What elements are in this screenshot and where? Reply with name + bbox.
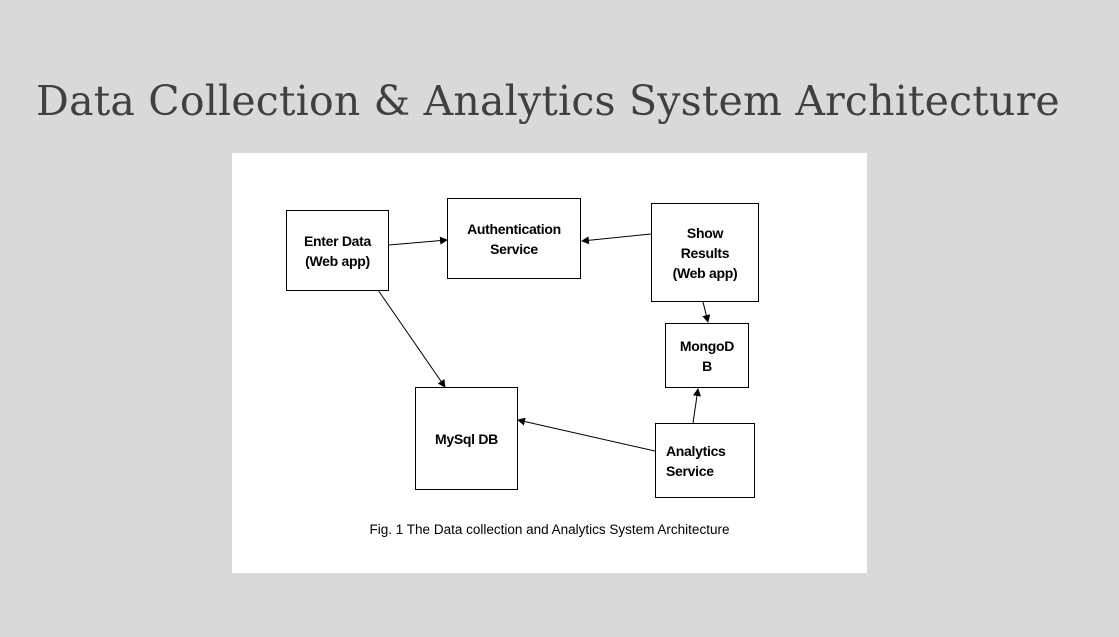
node-mongodb: MongoD B bbox=[665, 323, 749, 388]
node-enter-data: Enter Data (Web app) bbox=[286, 210, 389, 291]
edge-show-results-to-mongodb bbox=[702, 301, 711, 323]
edge-analytics-to-mongodb bbox=[692, 388, 701, 424]
slide-title: Data Collection & Analytics System Archi… bbox=[36, 77, 1060, 126]
node-show-results: Show Results (Web app) bbox=[651, 203, 759, 302]
architecture-figure: Enter Data (Web app) Authentication Serv… bbox=[232, 153, 867, 573]
figure-caption: Fig. 1 The Data collection and Analytics… bbox=[369, 522, 730, 537]
node-mysql-db: MySql DB bbox=[415, 387, 518, 490]
edge-enter-data-to-auth bbox=[388, 236, 448, 246]
edge-enter-data-to-mysql bbox=[377, 289, 446, 388]
node-authentication-service: Authentication Service bbox=[447, 198, 581, 279]
node-analytics-service: Analytics Service bbox=[655, 423, 755, 498]
edge-analytics-to-mysql bbox=[517, 417, 656, 452]
diagram-edges bbox=[377, 233, 711, 452]
edge-show-results-to-auth bbox=[581, 233, 652, 245]
